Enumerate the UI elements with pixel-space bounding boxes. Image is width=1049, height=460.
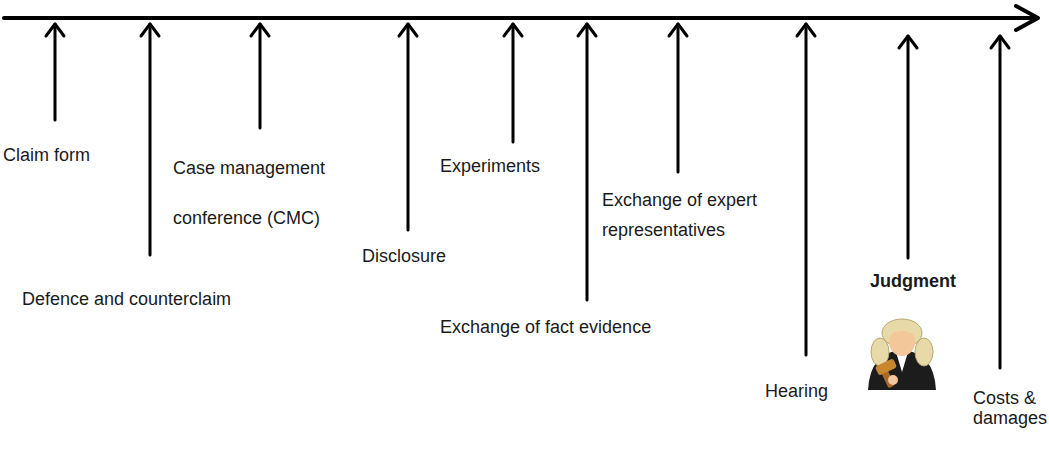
milestone-arrows [46,24,1009,368]
milestone-label: Exchange of expert representatives [602,185,777,245]
timeline-axis [4,16,1034,20]
milestone-label: Case management conference (CMC) [173,143,363,243]
axis-head [1016,6,1038,30]
milestone-label: Disclosure [362,245,472,267]
milestone-label: Costs & damages [973,388,1045,428]
milestone-label: Exchange of fact evidence [440,316,700,338]
milestone-label: Experiments [440,155,570,177]
milestone-label: Hearing [765,380,845,402]
milestone-label: Claim form [3,144,123,166]
judge-icon [868,319,936,390]
milestone-label: Judgment [870,270,970,292]
milestone-label: Defence and counterclaim [22,288,282,310]
